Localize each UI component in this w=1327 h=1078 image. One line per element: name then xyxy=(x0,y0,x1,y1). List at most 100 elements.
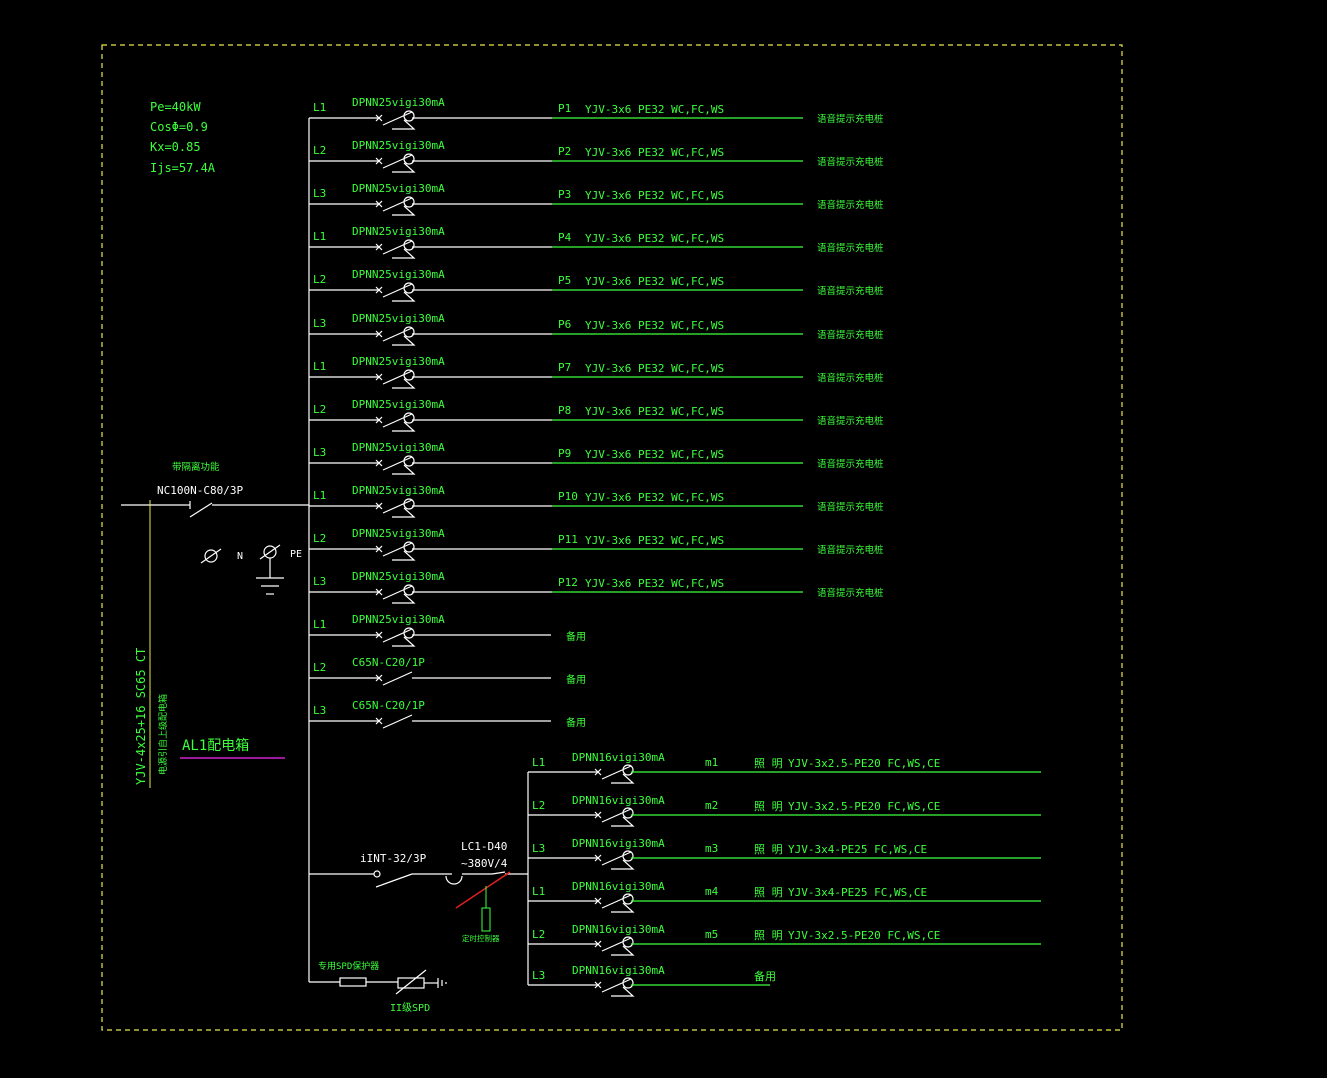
main-breaker-label: NC100N-C80/3P xyxy=(157,484,243,497)
phase-label: L2 xyxy=(313,144,326,157)
load-label: 语音提示充电桩 xyxy=(817,372,884,384)
phase-label: L2 xyxy=(532,799,545,812)
breaker-label: DPNN16vigi30mA xyxy=(572,923,665,936)
spare-label: 备用 xyxy=(566,630,586,643)
pe-label: PE xyxy=(290,549,302,560)
contactor-label: LC1-D40 xyxy=(461,840,507,853)
load-label: 语音提示充电桩 xyxy=(817,587,884,599)
n-pe-symbols xyxy=(200,544,284,595)
branch-row: L3 C65N-C20/1P 备用 xyxy=(309,699,586,729)
rcd-breaker-symbol xyxy=(309,455,416,475)
rcd-breaker-symbol xyxy=(309,671,413,686)
breaker-label: DPNN16vigi30mA xyxy=(572,837,665,850)
phase-label: L1 xyxy=(313,618,326,631)
cable-label: YJV-3x6 PE32 WC,FC,WS xyxy=(585,491,724,504)
breaker-label: C65N-C20/1P xyxy=(352,656,425,669)
rcd-breaker-symbol xyxy=(528,807,635,827)
load-label: 语音提示充电桩 xyxy=(817,156,884,168)
phase-label: L1 xyxy=(532,756,545,769)
load-label: 语音提示充电桩 xyxy=(817,242,884,254)
rcd-breaker-symbol xyxy=(309,239,416,259)
branch-row: L1 DPNN25vigi30mA 备用 xyxy=(309,613,586,647)
breaker-label: DPNN25vigi30mA xyxy=(352,441,445,454)
spd-breaker-note: 专用SPD保护器 xyxy=(318,960,379,972)
spare-label: 备用 xyxy=(566,673,586,686)
rcd-breaker-symbol xyxy=(309,714,413,729)
cable-label: YJV-3x2.5-PE20 FC,WS,CE xyxy=(788,800,940,813)
rcd-breaker-symbol xyxy=(309,369,416,389)
incoming-section: 带隔离功能 NC100N-C80/3P N PE YJV-4x25+16 SC6… xyxy=(121,461,309,788)
timer-control-symbol xyxy=(481,907,491,932)
cable-label: YJV-3x6 PE32 WC,FC,WS xyxy=(585,103,724,116)
load-label: 照 明 xyxy=(754,886,783,899)
breaker-label: DPNN25vigi30mA xyxy=(352,182,445,195)
breaker-label: C65N-C20/1P xyxy=(352,699,425,712)
rcd-breaker-symbol xyxy=(309,584,416,604)
load-label: 照 明 xyxy=(754,843,783,856)
box-name: AL1配电箱 xyxy=(182,738,249,754)
spd-symbol xyxy=(309,969,447,995)
phase-label: L2 xyxy=(313,661,326,674)
circuit-label: P11 xyxy=(558,533,578,546)
breaker-label: DPNN16vigi30mA xyxy=(572,794,665,807)
rcd-breaker-symbol xyxy=(528,936,635,956)
phase-label: L3 xyxy=(313,446,326,459)
cable-label: YJV-3x4-PE25 FC,WS,CE xyxy=(788,843,927,856)
load-label: 照 明 xyxy=(754,757,783,770)
circuit-label: P8 xyxy=(558,404,571,417)
phase-label: L1 xyxy=(313,360,326,373)
breaker-label: DPNN25vigi30mA xyxy=(352,96,445,109)
circuit-label: P10 xyxy=(558,490,578,503)
incoming-cable-label: YJV-4x25+16 SC65 CT xyxy=(134,648,148,785)
circuit-label: m2 xyxy=(705,799,718,812)
load-label: 语音提示充电桩 xyxy=(817,285,884,297)
breaker-label: DPNN25vigi30mA xyxy=(352,139,445,152)
phase-label: L1 xyxy=(313,230,326,243)
breaker-label: DPNN25vigi30mA xyxy=(352,268,445,281)
circuit-label: P3 xyxy=(558,188,571,201)
cable-label: YJV-3x6 PE32 WC,FC,WS xyxy=(585,534,724,547)
cable-label: YJV-3x2.5-PE20 FC,WS,CE xyxy=(788,757,940,770)
rcd-breaker-symbol xyxy=(309,326,416,346)
spare-label: 备用 xyxy=(754,969,776,983)
param-ijs: Ijs=57.4A xyxy=(150,161,216,175)
main-breaker-symbol xyxy=(185,501,309,518)
cable-label: YJV-3x6 PE32 WC,FC,WS xyxy=(585,577,724,590)
load-label: 语音提示充电桩 xyxy=(817,458,884,470)
param-kx: Kx=0.85 xyxy=(150,140,201,154)
breaker-label: DPNN25vigi30mA xyxy=(352,613,445,626)
circuit-label: m5 xyxy=(705,928,718,941)
phase-label: L3 xyxy=(313,704,326,717)
rcd-breaker-symbol xyxy=(528,977,635,997)
rcd-breaker-symbol xyxy=(309,110,416,130)
breaker-label: DPNN25vigi30mA xyxy=(352,225,445,238)
spd-section: 专用SPD保护器 II级SPD xyxy=(309,960,447,1014)
phase-label: L3 xyxy=(532,969,545,982)
rcd-breaker-symbol xyxy=(528,850,635,870)
voltage-label: ~380V/4 xyxy=(461,857,508,870)
load-label: 照 明 xyxy=(754,929,783,942)
cable-label: YJV-3x6 PE32 WC,FC,WS xyxy=(585,362,724,375)
breaker-label: DPNN16vigi30mA xyxy=(572,964,665,977)
circuit-label: P6 xyxy=(558,318,571,331)
phase-label: L3 xyxy=(313,575,326,588)
load-label: 照 明 xyxy=(754,800,783,813)
rcd-breaker-symbol xyxy=(309,498,416,518)
cable-label: YJV-3x2.5-PE20 FC,WS,CE xyxy=(788,929,940,942)
circuit-label: m1 xyxy=(705,756,718,769)
spare-label: 备用 xyxy=(566,716,586,729)
circuit-label: P12 xyxy=(558,576,578,589)
load-label: 语音提示充电桩 xyxy=(817,501,884,513)
breaker-label: DPNN25vigi30mA xyxy=(352,312,445,325)
